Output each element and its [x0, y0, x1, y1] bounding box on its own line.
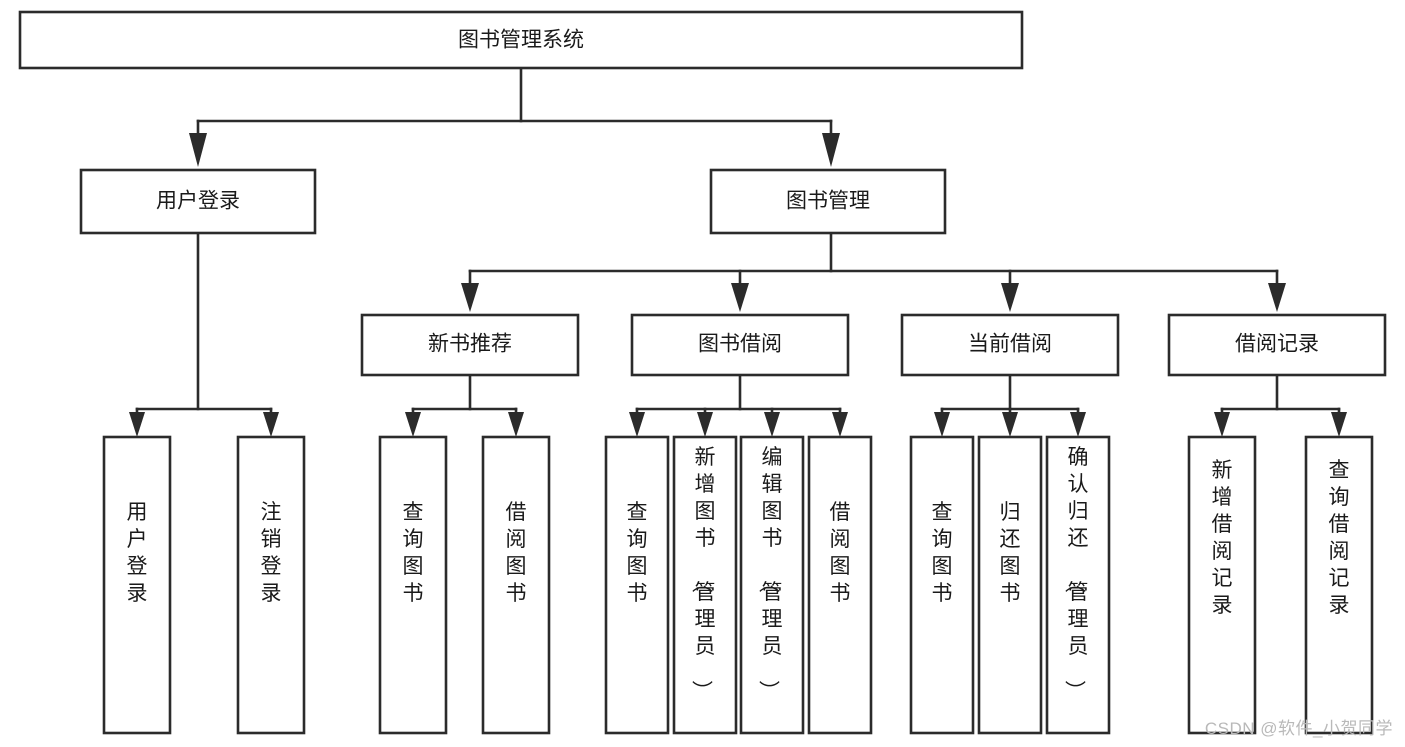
node-borrow-record-label: 借阅记录 [1235, 333, 1319, 356]
arrow-head-leaf-query-book-1 [405, 412, 421, 437]
arrow-head-leaf-borrow-book-2 [832, 412, 848, 437]
node-new-book-rec-box[interactable] [360, 313, 580, 377]
node-leaf-add-book[interactable]: 新增图书（管理员） [672, 435, 738, 735]
node-leaf-confirm-return-label: 确认归还（管理员） [1063, 446, 1089, 701]
arrow-head-leaf-query-record [1331, 412, 1347, 437]
node-leaf-return-book-box[interactable] [977, 435, 1043, 735]
arrow-head-new-book-rec [461, 283, 479, 312]
node-borrow-record[interactable]: 借阅记录 [1167, 313, 1387, 377]
csdn-watermark: CSDN @软件_小贺同学 [1204, 719, 1393, 738]
node-leaf-logout-login-box[interactable] [236, 435, 306, 735]
node-leaf-add-record-box[interactable] [1187, 435, 1257, 735]
connector-group-book-manage-to-level3 [461, 231, 1286, 312]
node-leaf-user-login[interactable]: 用户登录 [102, 435, 172, 735]
arrow-head-leaf-confirm-return [1070, 412, 1086, 437]
node-current-borrow-label: 当前借阅 [968, 333, 1052, 356]
node-leaf-query-book-3[interactable]: 查询图书 [909, 435, 975, 735]
node-leaf-edit-book-label: 编辑图书（管理员） [757, 446, 783, 701]
arrow-head-leaf-borrow-book-1 [508, 412, 524, 437]
node-leaf-logout-login[interactable]: 注销登录 [236, 435, 306, 735]
node-leaf-query-book-3-box[interactable] [909, 435, 975, 735]
node-book-manage-box[interactable] [709, 168, 947, 235]
node-leaf-query-book-1[interactable]: 查询图书 [378, 435, 448, 735]
node-root[interactable]: 图书管理系统 [18, 10, 1024, 70]
node-leaf-return-book[interactable]: 归还图书 [977, 435, 1043, 735]
node-leaf-query-book-1-box[interactable] [378, 435, 448, 735]
node-borrow-record-box[interactable] [1167, 313, 1387, 377]
node-leaf-query-record-label: 查询借阅记录 [1329, 459, 1350, 617]
node-leaf-query-book-2-label: 查询图书 [627, 501, 648, 605]
node-leaf-user-login-box[interactable] [102, 435, 172, 735]
node-leaf-confirm-return[interactable]: 确认归还（管理员） [1045, 435, 1111, 735]
node-leaf-add-book-box[interactable] [672, 435, 738, 735]
node-user-login[interactable]: 用户登录 [79, 168, 317, 235]
node-book-borrow-label: 图书借阅 [698, 333, 782, 356]
connector-group-root-to-level2 [189, 66, 840, 167]
connector-group-new-book-rec-leaves [405, 373, 524, 437]
node-book-borrow[interactable]: 图书借阅 [630, 313, 850, 377]
node-leaf-borrow-book-1-label: 借阅图书 [506, 501, 527, 605]
node-new-book-rec[interactable]: 新书推荐 [360, 313, 580, 377]
node-leaf-borrow-book-2-box[interactable] [807, 435, 873, 735]
node-current-borrow[interactable]: 当前借阅 [900, 313, 1120, 377]
node-leaf-query-book-3-label: 查询图书 [932, 501, 953, 605]
arrow-head-leaf-add-record [1214, 412, 1230, 437]
node-leaf-logout-login-label: 注销登录 [261, 501, 282, 605]
arrow-head-leaf-add-book [697, 412, 713, 437]
arrow-head-leaf-query-book-2 [629, 412, 645, 437]
node-leaf-borrow-book-2-label: 借阅图书 [830, 501, 851, 605]
connector-group-borrow-record-leaves [1214, 373, 1347, 437]
node-leaf-return-book-label: 归还图书 [1000, 501, 1021, 605]
node-leaf-edit-book-box[interactable] [739, 435, 805, 735]
arrow-head-leaf-return-book [1002, 412, 1018, 437]
node-leaf-add-book-label: 新增图书（管理员） [690, 446, 716, 701]
node-leaf-borrow-book-1-box[interactable] [481, 435, 551, 735]
arrow-head-leaf-query-book-3 [934, 412, 950, 437]
arrow-head-book-manage [822, 133, 840, 167]
node-leaf-edit-book[interactable]: 编辑图书（管理员） [739, 435, 805, 735]
node-user-login-box[interactable] [79, 168, 317, 235]
arrow-head-current-borrow [1001, 283, 1019, 312]
node-leaf-query-record[interactable]: 查询借阅记录 [1304, 435, 1374, 735]
node-book-manage[interactable]: 图书管理 [709, 168, 947, 235]
arrow-head-user-login [189, 133, 207, 167]
node-new-book-rec-label: 新书推荐 [428, 333, 512, 356]
node-current-borrow-box[interactable] [900, 313, 1120, 377]
node-root-box[interactable] [18, 10, 1024, 70]
node-leaf-add-record[interactable]: 新增借阅记录 [1187, 435, 1257, 735]
connector-group-user-login-leaves [129, 231, 279, 437]
arrow-head-leaf-logout-login [263, 412, 279, 437]
arrow-head-book-borrow [731, 283, 749, 312]
node-leaf-query-book-2[interactable]: 查询图书 [604, 435, 670, 735]
node-leaf-borrow-book-2[interactable]: 借阅图书 [807, 435, 873, 735]
node-leaf-query-book-2-box[interactable] [604, 435, 670, 735]
node-book-manage-label: 图书管理 [786, 190, 870, 213]
node-book-borrow-box[interactable] [630, 313, 850, 377]
arrow-head-borrow-record [1268, 283, 1286, 312]
arrow-head-leaf-user-login [129, 412, 145, 437]
node-user-login-label: 用户登录 [156, 190, 240, 213]
node-leaf-confirm-return-box[interactable] [1045, 435, 1111, 735]
node-root-label: 图书管理系统 [458, 29, 584, 52]
node-leaf-add-record-label: 新增借阅记录 [1212, 459, 1233, 617]
connector-group-book-borrow-leaves [629, 373, 848, 437]
node-leaf-query-book-1-label: 查询图书 [403, 501, 424, 605]
node-leaf-user-login-label: 用户登录 [127, 501, 148, 605]
node-leaf-borrow-book-1[interactable]: 借阅图书 [481, 435, 551, 735]
arrow-head-leaf-edit-book [764, 412, 780, 437]
connector-group-current-borrow-leaves [934, 373, 1086, 437]
node-leaf-query-record-box[interactable] [1304, 435, 1374, 735]
